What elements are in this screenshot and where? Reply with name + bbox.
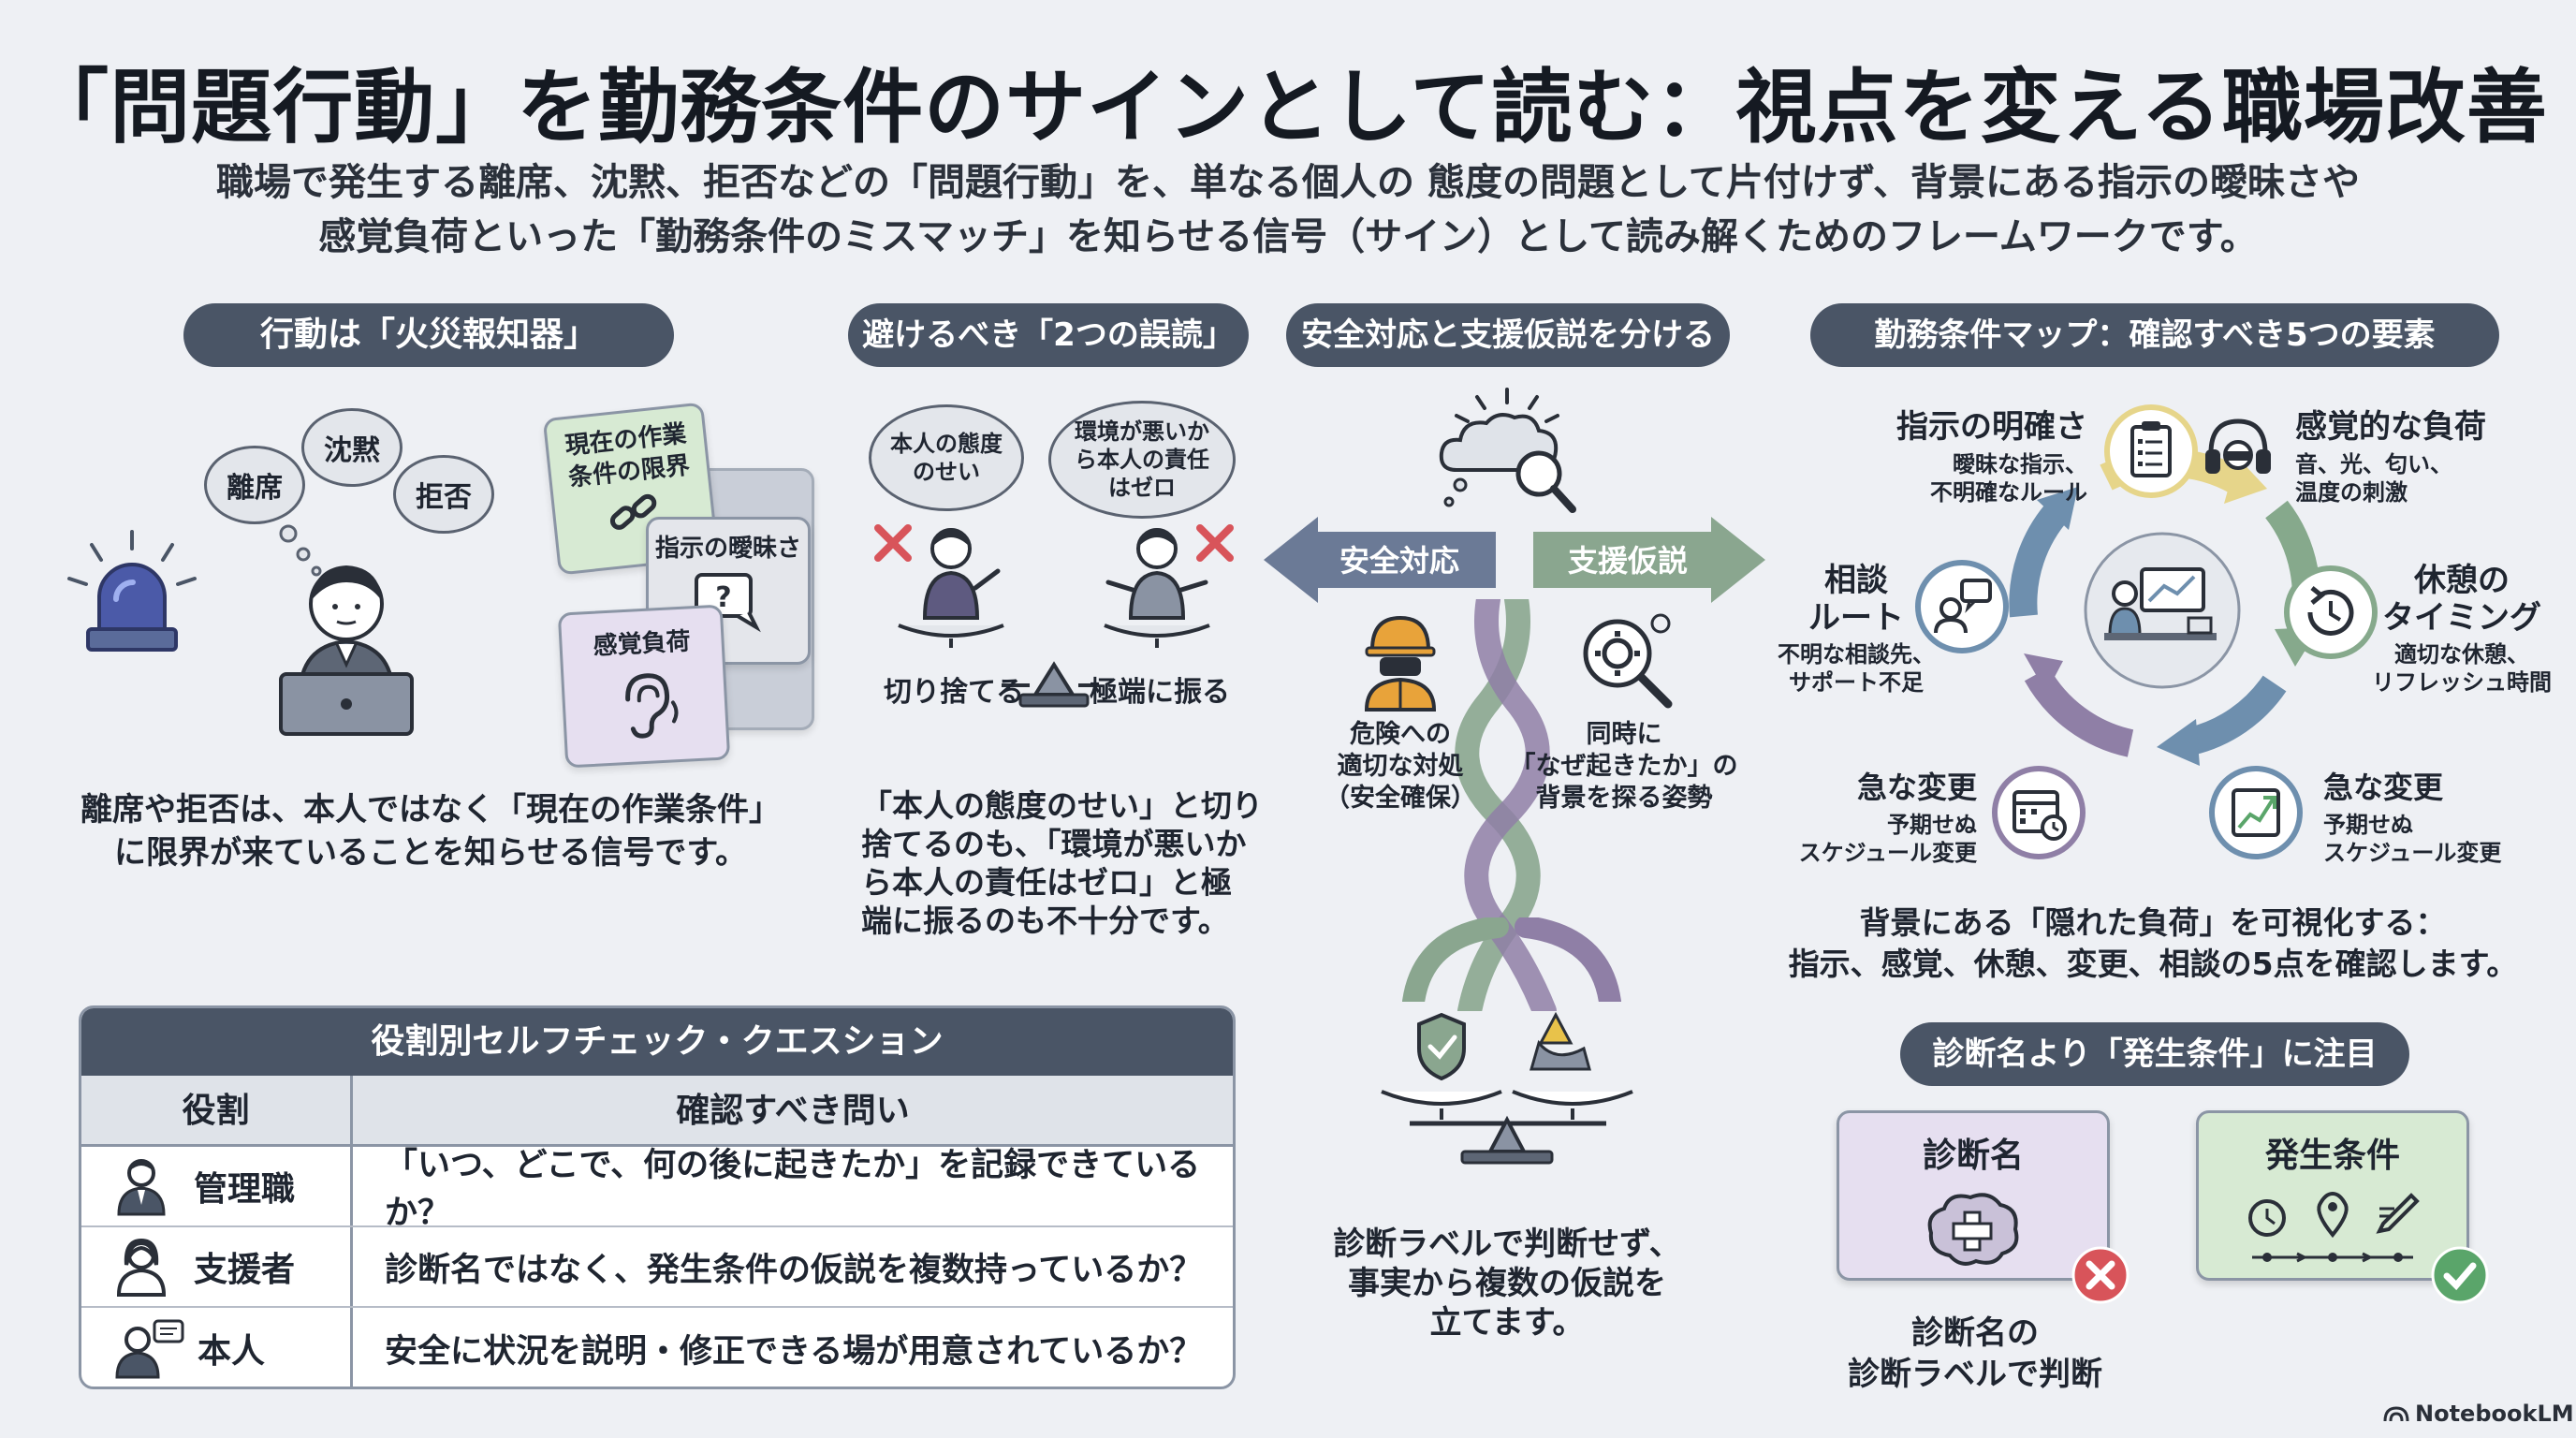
cloud-search-icon (1439, 388, 1576, 513)
misreadings-heading: 避けるべき「2つの誤読」 (848, 303, 1249, 367)
person-laptop-icon (279, 565, 414, 736)
svg-text:?: ? (715, 581, 731, 614)
arrow-label-safety: 安全対応 (1339, 543, 1459, 579)
green-check-badge-icon (2431, 1246, 2489, 1304)
ribbon-arcs (1402, 917, 1621, 1002)
map-item-change-left: 急な変更 予期せぬ スケジュール変更 (1798, 770, 1977, 866)
alarm-light-icon (67, 530, 197, 652)
map-item-break: 休憩の タイミング 適切な休憩、 リフレッシュ時間 (2372, 562, 2552, 696)
self-check-title: 役割別セルフチェック・クエスション (81, 1008, 1233, 1076)
col-question: 確認すべき問い (676, 1092, 910, 1130)
balance-scale-icon (1381, 1011, 1633, 1165)
broken-chain-icon (609, 493, 657, 530)
self-check-header-row: 役割 確認すべき問い (81, 1076, 1233, 1147)
safety-right-text: 同時に 「なぜ起きたか」の 背景を探る姿勢 (1510, 720, 1738, 813)
focus-caption: 診断名の 診断ラベルで判断 (1848, 1314, 2102, 1393)
bubble-silence: 沈黙 (301, 408, 402, 487)
red-x-icon (874, 524, 1234, 562)
role-label: 管理職 (194, 1170, 296, 1209)
hardhat-worker-icon (1364, 615, 1437, 712)
map-item-change-right: 急な変更 予期せぬ スケジュール変更 (2323, 770, 2502, 866)
headphones-icon (2205, 418, 2271, 474)
safety-heading: 安全対応と支援仮説を分ける (1286, 303, 1730, 367)
safety-left-text: 危険への 適切な対処 （安全確保） (1325, 720, 1476, 813)
map-item-instruction: 指示の明確さ 曖昧な指示、 不明確なルール (1896, 408, 2087, 506)
map-item-sensory: 感覚的な負荷 音、光、匂い、 温度の刺激 (2295, 408, 2486, 506)
subtitle-line-2: 感覚負荷といった「勤務条件のミスマッチ」を知らせる信号（サイン）として読み解くた… (318, 215, 2258, 258)
brain-plus-icon (1927, 1193, 2019, 1266)
question-cell: 「いつ、どこで、何の後に起きたか」を記録できているか？ (385, 1147, 1201, 1232)
bubble-environment: 環境が悪いから本人の責任はゼロ (1048, 401, 1236, 519)
manager-icon (117, 1159, 166, 1216)
page-title: 「問題行動」を勤務条件のサインとして読む：視点を変える職場改善 (28, 61, 2548, 154)
label-extreme: 極端に振る (1090, 676, 1230, 709)
table-row: 本人 安全に状況を説明・修正できる場が用意されているか？ (81, 1308, 1233, 1387)
split-arrows (1264, 517, 1765, 603)
two-misreadings-figures (874, 524, 1234, 708)
refresh-clock-icon (2307, 586, 2354, 636)
gear-search-icon (1583, 613, 1673, 709)
node-break (2284, 565, 2378, 659)
node-sensory (2196, 406, 2280, 491)
ear-icon (625, 673, 679, 739)
twisted-ribbons (1455, 599, 1557, 1011)
arrow-label-support: 支援仮説 (1567, 543, 1688, 579)
focus-heading: 診断名より「発生条件」に注目 (1900, 1022, 2409, 1086)
col-role: 役割 (81, 1076, 353, 1144)
role-cell: 支援者 (81, 1227, 353, 1306)
node-change-left (1992, 766, 2086, 859)
red-x-badge-icon (2071, 1246, 2130, 1304)
card-sensory: 感覚負荷 (557, 604, 731, 769)
table-row: 支援者 診断名ではなく、発生条件の仮説を複数持っているか？ (81, 1227, 1233, 1308)
role-cell: 管理職 (81, 1147, 353, 1225)
self-speech-icon (115, 1319, 184, 1379)
safety-caption: 診断ラベルで判断せず、 事実から複数の仮説を 立てます。 (1333, 1225, 1681, 1342)
question-cell: 安全に状況を説明・修正できる場が用意されているか？ (385, 1332, 1203, 1371)
self-check-table: 役割別セルフチェック・クエスション 役割 確認すべき問い 管理職 「いつ、どこで… (79, 1005, 1236, 1389)
map-item-consult: 相談 ルート 不明な相談先、 サポート不足 (1778, 562, 1935, 696)
label-cut-off: 切り捨てる (884, 676, 1024, 709)
bubble-attitude: 本人の態度のせい (869, 404, 1024, 511)
consult-chat-icon (1934, 579, 1992, 634)
question-cell: 診断名ではなく、発生条件の仮説を複数持っているか？ (385, 1251, 1203, 1289)
timeline-icon (2248, 1191, 2420, 1263)
role-label: 本人 (198, 1332, 266, 1371)
thought-dots-icon (279, 524, 322, 577)
conditions-map-caption: 背景にある「隠れた負荷」を可視化する： 指示、感覚、休憩、変更、相談の5点を確認… (1788, 904, 2518, 982)
role-label: 支援者 (194, 1251, 296, 1289)
calendar-clock-icon (2012, 790, 2067, 841)
card-work-limit: 現在の作業条件の限界 (542, 402, 720, 576)
notebooklm-logo-icon (2383, 1406, 2409, 1422)
footer-brand: NotebookLM (2383, 1401, 2574, 1427)
bubble-leave: 離席 (204, 446, 305, 524)
role-cell: 本人 (81, 1308, 353, 1387)
fire-alarm-heading: 行動は「火災報知器」 (183, 303, 674, 367)
table-row: 管理職 「いつ、どこで、何の後に起きたか」を記録できているか？ (81, 1147, 1233, 1232)
box-conditions: 発生条件 (2196, 1110, 2469, 1281)
page-subtitle: 職場で発生する離席、沈黙、拒否などの「問題行動」を、単なる個人の 態度の問題とし… (187, 155, 2389, 264)
node-instruction (2104, 404, 2198, 498)
conditions-map-heading: 勤務条件マップ：確認すべき5つの要素 (1810, 303, 2499, 367)
chart-up-icon (2232, 788, 2280, 837)
bubble-refuse: 拒否 (393, 455, 494, 534)
node-consult (1915, 560, 2009, 653)
node-change-right (2209, 766, 2303, 859)
subtitle-line-1: 職場で発生する離席、沈黙、拒否などの「問題行動」を、単なる個人の 態度の問題とし… (216, 161, 2360, 204)
misreadings-caption: 「本人の態度のせい」と切り 捨てるのも、「環境が悪いか ら本人の責任はゼロ」と極… (861, 787, 1263, 939)
fire-alarm-caption: 離席や拒否は、本人ではなく「現在の作業条件」 に限界が来ていることを知らせる信号… (80, 791, 781, 872)
supporter-icon (116, 1238, 167, 1297)
card-ambiguity: 指示の曖昧さ ? (646, 517, 811, 665)
box-diagnosis: 診断名 (1837, 1110, 2110, 1281)
clipboard-icon (2130, 421, 2172, 477)
